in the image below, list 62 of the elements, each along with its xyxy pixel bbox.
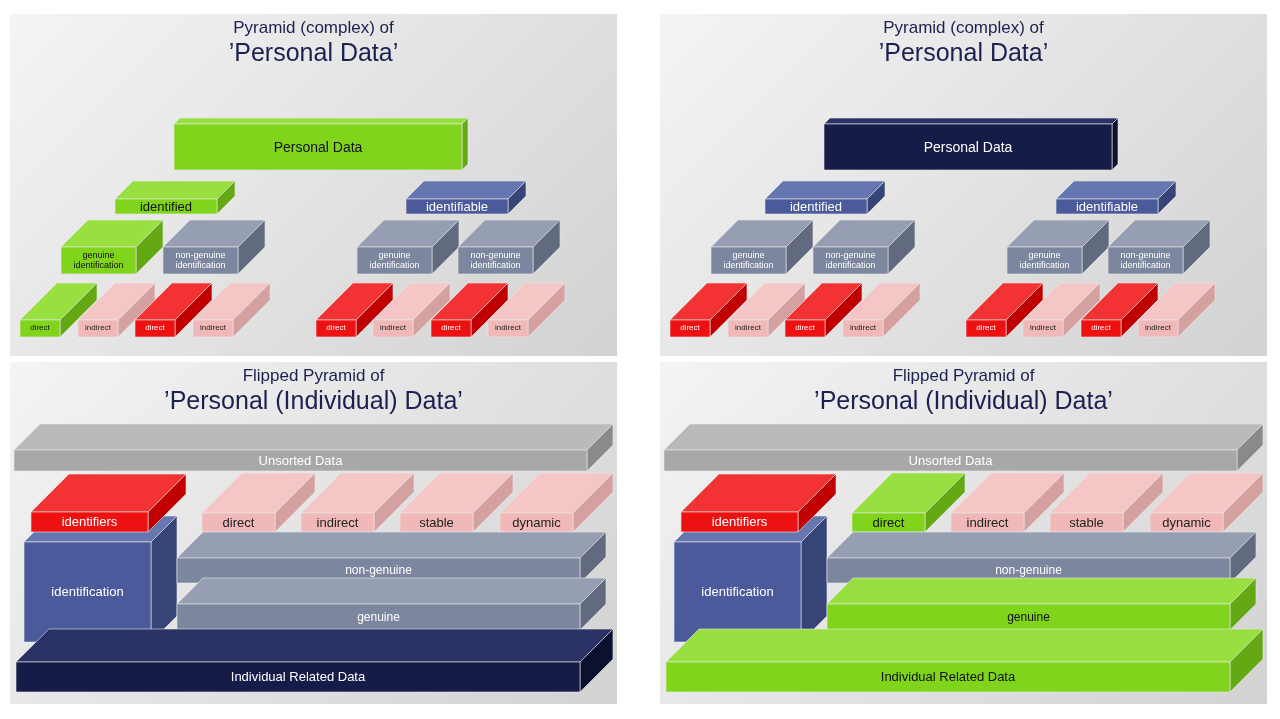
panel: [660, 14, 1267, 356]
block-label: indirect: [85, 324, 111, 333]
block-label: indirect: [495, 324, 521, 333]
block-label: stable: [1069, 515, 1104, 530]
panel-title: Flipped Pyramid of: [242, 366, 385, 385]
block-label: identifiers: [711, 515, 768, 529]
panel-heading: ’Personal (Individual) Data’: [814, 386, 1113, 414]
panel-heading: ’Personal Data’: [228, 38, 399, 66]
panel: [10, 362, 617, 704]
panel: [660, 362, 1267, 704]
block-label: Individual Related Data: [880, 670, 1016, 684]
block-label: indirect: [735, 324, 761, 333]
block-label: direct: [145, 324, 165, 333]
block-label: direct: [680, 324, 700, 333]
block-label: identifiers: [61, 515, 118, 529]
block-label: genuine: [357, 610, 400, 624]
block-label: Personal Data: [273, 139, 363, 155]
block-label: non-genuine identification: [1119, 251, 1172, 270]
block-label: indirect: [1145, 324, 1171, 333]
block-label: direct: [326, 324, 346, 333]
block-label: dynamic: [512, 515, 561, 530]
panel-heading: ’Personal Data’: [878, 38, 1049, 66]
block-label: Personal Data: [923, 139, 1013, 155]
block-label: non-genuine identification: [174, 251, 227, 270]
panel-title: Pyramid (complex) of: [233, 18, 394, 37]
block-label: non-genuine: [345, 564, 412, 577]
block-label: dynamic: [1162, 515, 1211, 530]
block-label: stable: [419, 515, 454, 530]
block-label: non-genuine identification: [469, 251, 522, 270]
panel: [10, 14, 617, 356]
block-label: non-genuine: [995, 564, 1062, 577]
block-label: indirect: [966, 515, 1009, 530]
block-label: identification: [51, 585, 124, 599]
block-label: genuine identification: [1018, 251, 1071, 270]
block-label: identification: [701, 585, 774, 599]
block-label: identified: [789, 199, 842, 214]
block-label: genuine identification: [72, 251, 125, 270]
block-label: direct: [30, 324, 50, 333]
panel-heading: ’Personal (Individual) Data’: [164, 386, 463, 414]
block-label: Unsorted Data: [908, 453, 993, 468]
block-label: indirect: [380, 324, 406, 333]
block-label: direct: [872, 515, 905, 530]
block-label: identifiable: [425, 199, 489, 214]
block-label: identifiable: [1075, 199, 1139, 214]
block-label: direct: [441, 324, 461, 333]
block-label: direct: [222, 515, 255, 530]
block-label: indirect: [1030, 324, 1056, 333]
panel-title: Flipped Pyramid of: [892, 366, 1035, 385]
block-label: indirect: [200, 324, 226, 333]
block-label: genuine identification: [722, 251, 775, 270]
block-label: direct: [795, 324, 815, 333]
block-label: direct: [1091, 324, 1111, 333]
block-label: genuine: [1007, 610, 1050, 624]
block-label: non-genuine identification: [824, 251, 877, 270]
block-label: identified: [139, 199, 192, 214]
block-label: Unsorted Data: [258, 453, 343, 468]
block-label: indirect: [316, 515, 359, 530]
block-label: indirect: [850, 324, 876, 333]
panel-title: Pyramid (complex) of: [883, 18, 1044, 37]
block-label: genuine identification: [368, 251, 421, 270]
block-label: direct: [976, 324, 996, 333]
block-label: Individual Related Data: [230, 670, 366, 684]
